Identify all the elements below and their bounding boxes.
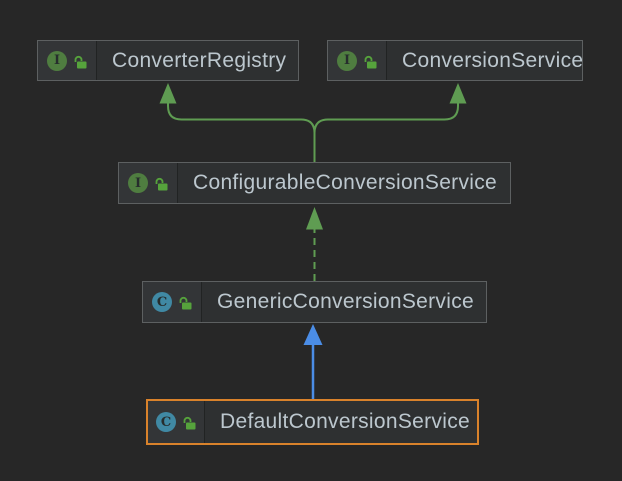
node-conversion-service[interactable]: I ConversionService [327,40,583,81]
node-icon-cell: I [328,41,386,80]
interface-icon: I [337,50,357,71]
public-lock-icon [74,55,87,68]
interface-icon: I [128,173,148,193]
edge-arrowhead-implements [306,207,323,230]
node-label: ConfigurableConversionService [193,171,498,194]
node-label: ConverterRegistry [112,48,287,72]
icon-separator [386,41,387,80]
node-converter-registry[interactable]: I ConverterRegistry [37,40,299,81]
node-default-conversion-service[interactable]: C DefaultConversionService [146,399,479,445]
node-label: DefaultConversionService [220,410,470,433]
edge-arrowhead-extends-class [303,324,323,345]
edge-arrowhead-conversion-service [449,83,467,104]
public-lock-icon [364,55,377,68]
edge-extends-converter-registry-line [167,103,316,162]
interface-icon: I [47,50,67,71]
edge-extends-conversion-service-line [313,103,459,141]
public-lock-icon [179,296,192,310]
icon-separator [96,41,97,80]
public-lock-icon [183,416,196,430]
node-configurable-conversion-service[interactable]: I ConfigurableConversionService [118,162,511,204]
icon-separator [177,163,178,203]
icon-separator [204,401,205,443]
node-generic-conversion-service[interactable]: C GenericConversionService [142,281,487,323]
node-label: GenericConversionService [217,290,474,313]
public-lock-icon [155,177,168,191]
icon-separator [201,282,202,322]
node-label: ConversionService [402,48,582,72]
edge-arrowhead-converter-registry [159,83,177,104]
node-icon-cell: I [119,163,177,203]
class-icon: C [156,412,176,432]
node-icon-cell: C [148,401,204,443]
node-icon-cell: C [143,282,201,322]
class-icon: C [152,292,172,312]
node-icon-cell: I [38,41,96,80]
